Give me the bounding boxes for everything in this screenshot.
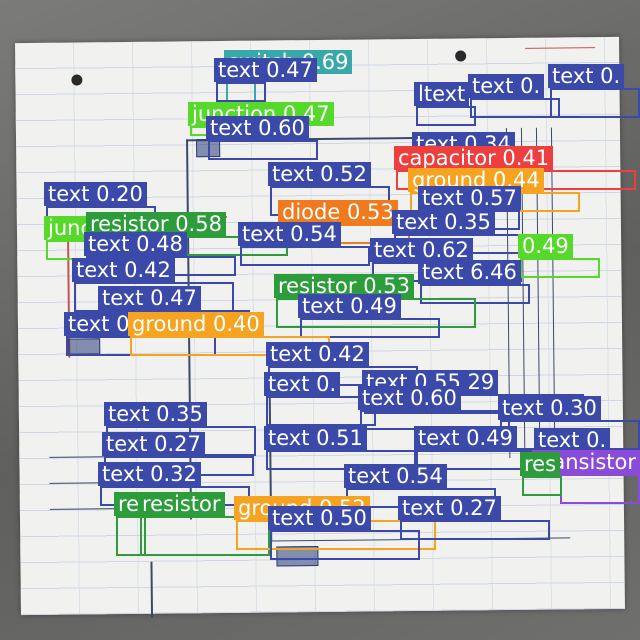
chip-symbol	[68, 338, 101, 355]
red-wire	[525, 47, 596, 49]
punch-hole	[277, 60, 289, 72]
schematic-paper	[15, 36, 625, 618]
chip-symbol	[276, 546, 319, 567]
circuit-wire	[49, 455, 190, 458]
circuit-wire	[270, 537, 571, 542]
circuit-wire	[186, 136, 417, 142]
circuit-wire	[268, 380, 273, 541]
circuit-wire	[186, 139, 193, 520]
circuit-wire	[49, 507, 190, 510]
circuit-wire	[520, 127, 526, 458]
circuit-wire	[49, 481, 190, 484]
punch-hole	[455, 50, 467, 62]
circuit-wire	[505, 128, 511, 459]
circuit-wire	[535, 127, 541, 458]
chip-symbol	[196, 139, 221, 158]
punch-hole	[71, 74, 83, 86]
circuit-wire	[550, 127, 556, 458]
red-wire	[66, 215, 227, 220]
red-wire	[66, 217, 71, 358]
circuit-wire	[150, 561, 154, 618]
